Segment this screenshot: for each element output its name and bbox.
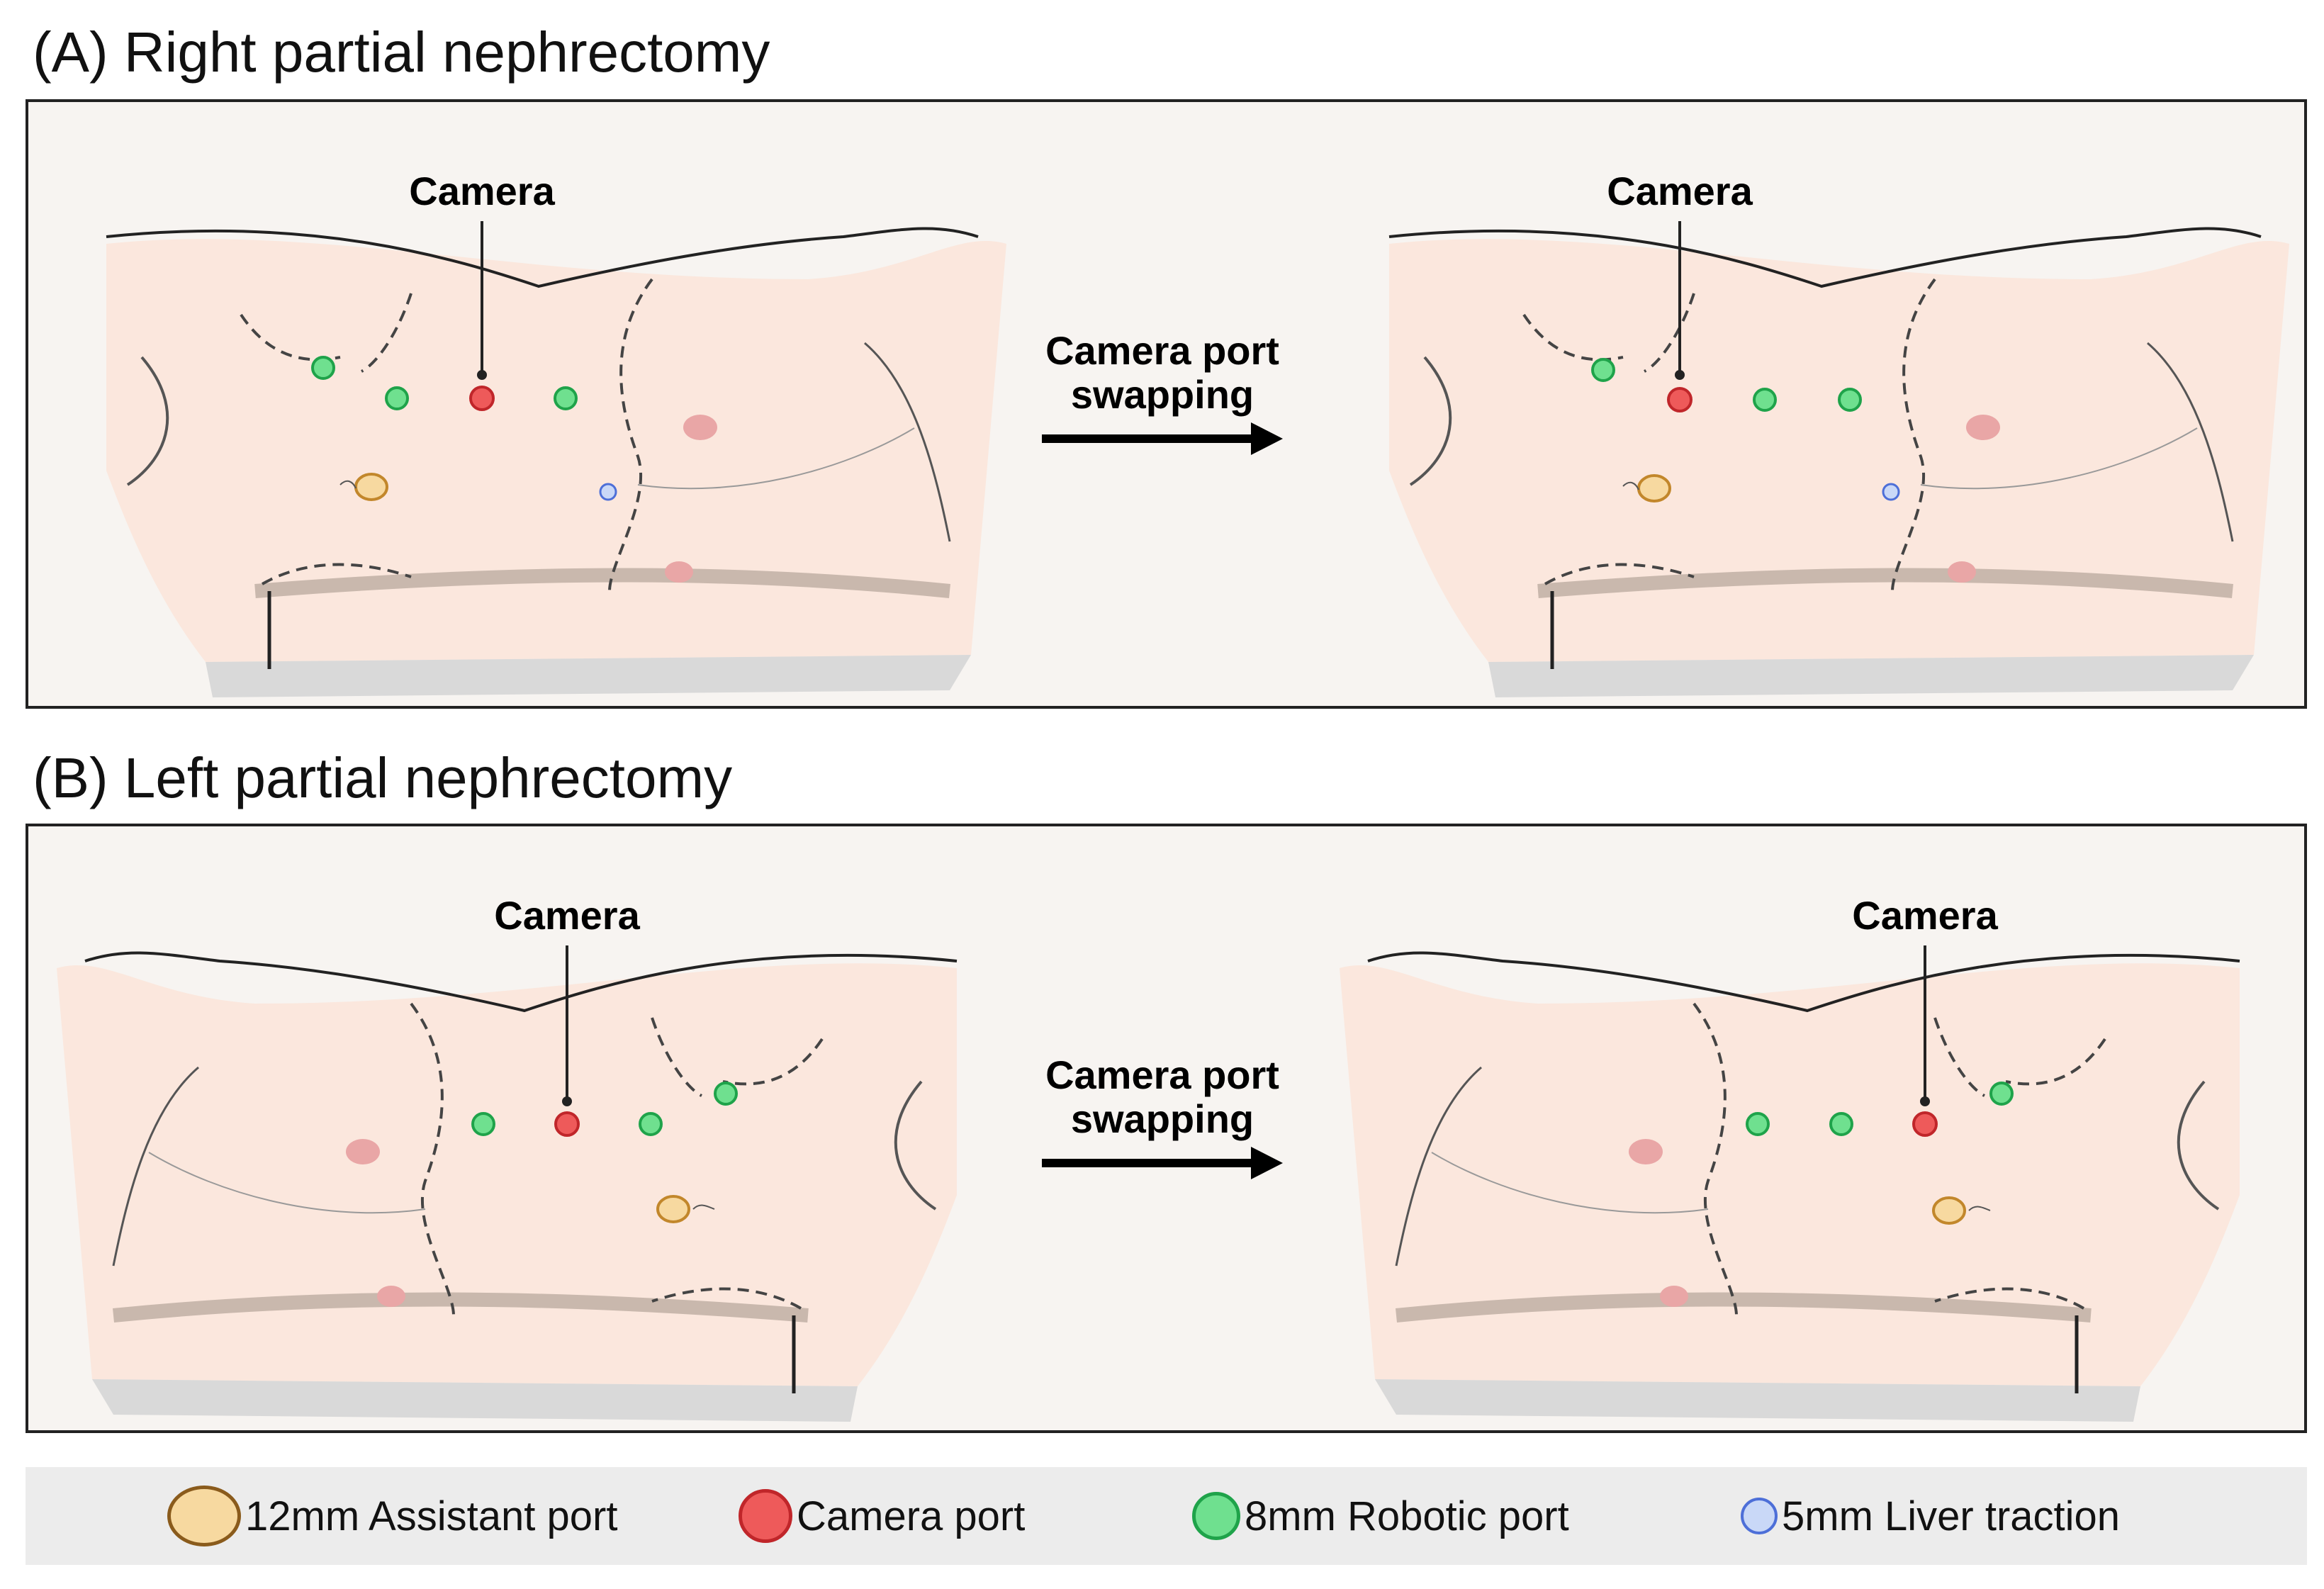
camera-label: Camera: [1607, 169, 1753, 213]
panel-a-title: (A) Right partial nephrectomy: [33, 21, 770, 84]
legend-label: 5mm Liver traction: [1782, 1493, 2121, 1539]
robotic-port: [1989, 1082, 2014, 1106]
assistant-port: [1932, 1196, 1966, 1225]
swap-label-line2: swapping: [1071, 372, 1254, 417]
camera-port-icon: [739, 1489, 792, 1543]
assistant-port: [1637, 474, 1671, 502]
legend-label: 8mm Robotic port: [1245, 1493, 1569, 1539]
nipple-icon: [1629, 1139, 1663, 1164]
legend-item-liver: 5mm Liver traction: [1741, 1467, 2120, 1565]
torso-a-after: [1388, 227, 2289, 697]
camera-port: [554, 1111, 580, 1137]
robotic-port: [1829, 1112, 1853, 1136]
robotic-port: [714, 1082, 738, 1106]
navel-icon: [377, 1286, 405, 1307]
torso-a-before: [106, 227, 1006, 697]
panel-a: Camera Camera Camera port swapping: [26, 99, 2307, 709]
legend-item-camera: Camera port: [739, 1467, 1025, 1565]
camera-port: [469, 386, 495, 411]
assistant-port: [354, 473, 388, 501]
nipple-icon: [346, 1139, 380, 1164]
arrow-right-icon: [1042, 1147, 1283, 1179]
legend-item-assistant: 12mm Assistant port: [167, 1467, 617, 1565]
robotic-port: [639, 1112, 663, 1136]
robotic-port: [554, 386, 578, 410]
torso-b-after: [1340, 951, 2240, 1422]
camera-port: [1667, 387, 1693, 412]
arrow-right-icon: [1042, 422, 1283, 455]
camera-port: [1912, 1111, 1938, 1137]
robotic-port-icon: [1192, 1492, 1240, 1540]
legend-label: 12mm Assistant port: [245, 1493, 618, 1539]
nipple-icon: [683, 415, 717, 440]
navel-icon: [665, 561, 693, 583]
robotic-port: [311, 356, 335, 380]
legend-item-robotic: 8mm Robotic port: [1192, 1467, 1569, 1565]
legend: 12mm Assistant port Camera port 8mm Robo…: [26, 1467, 2307, 1565]
torso-b-before: [57, 951, 958, 1422]
camera-label: Camera: [1852, 893, 1998, 938]
liver-traction-icon: [1741, 1498, 1778, 1534]
swap-label-line2: swapping: [1071, 1096, 1254, 1141]
robotic-port: [1591, 358, 1615, 382]
panel-b: Camera Camera Camera port swapping: [26, 824, 2307, 1433]
robotic-port: [385, 386, 409, 410]
robotic-port: [1753, 388, 1777, 412]
swap-label-line1: Camera port: [1045, 1052, 1279, 1097]
swap-label-line1: Camera port: [1045, 328, 1279, 373]
assistant-port-icon: [167, 1486, 241, 1546]
liver-traction-port: [599, 483, 617, 501]
nipple-icon: [1966, 415, 2000, 440]
navel-icon: [1948, 561, 1976, 583]
panel-a-diagram: Camera Camera Camera port swapping: [106, 169, 2289, 697]
robotic-port: [1746, 1112, 1770, 1136]
assistant-port: [656, 1195, 690, 1223]
robotic-port: [471, 1112, 495, 1136]
navel-icon: [1660, 1286, 1688, 1307]
camera-label: Camera: [494, 893, 640, 938]
legend-label: Camera port: [797, 1493, 1026, 1539]
camera-label: Camera: [409, 169, 555, 213]
liver-traction-port: [1882, 483, 1900, 501]
robotic-port: [1838, 388, 1862, 412]
panel-b-diagram: Camera Camera Camera port swapping: [57, 893, 2240, 1422]
panel-b-title: (B) Left partial nephrectomy: [33, 746, 733, 809]
